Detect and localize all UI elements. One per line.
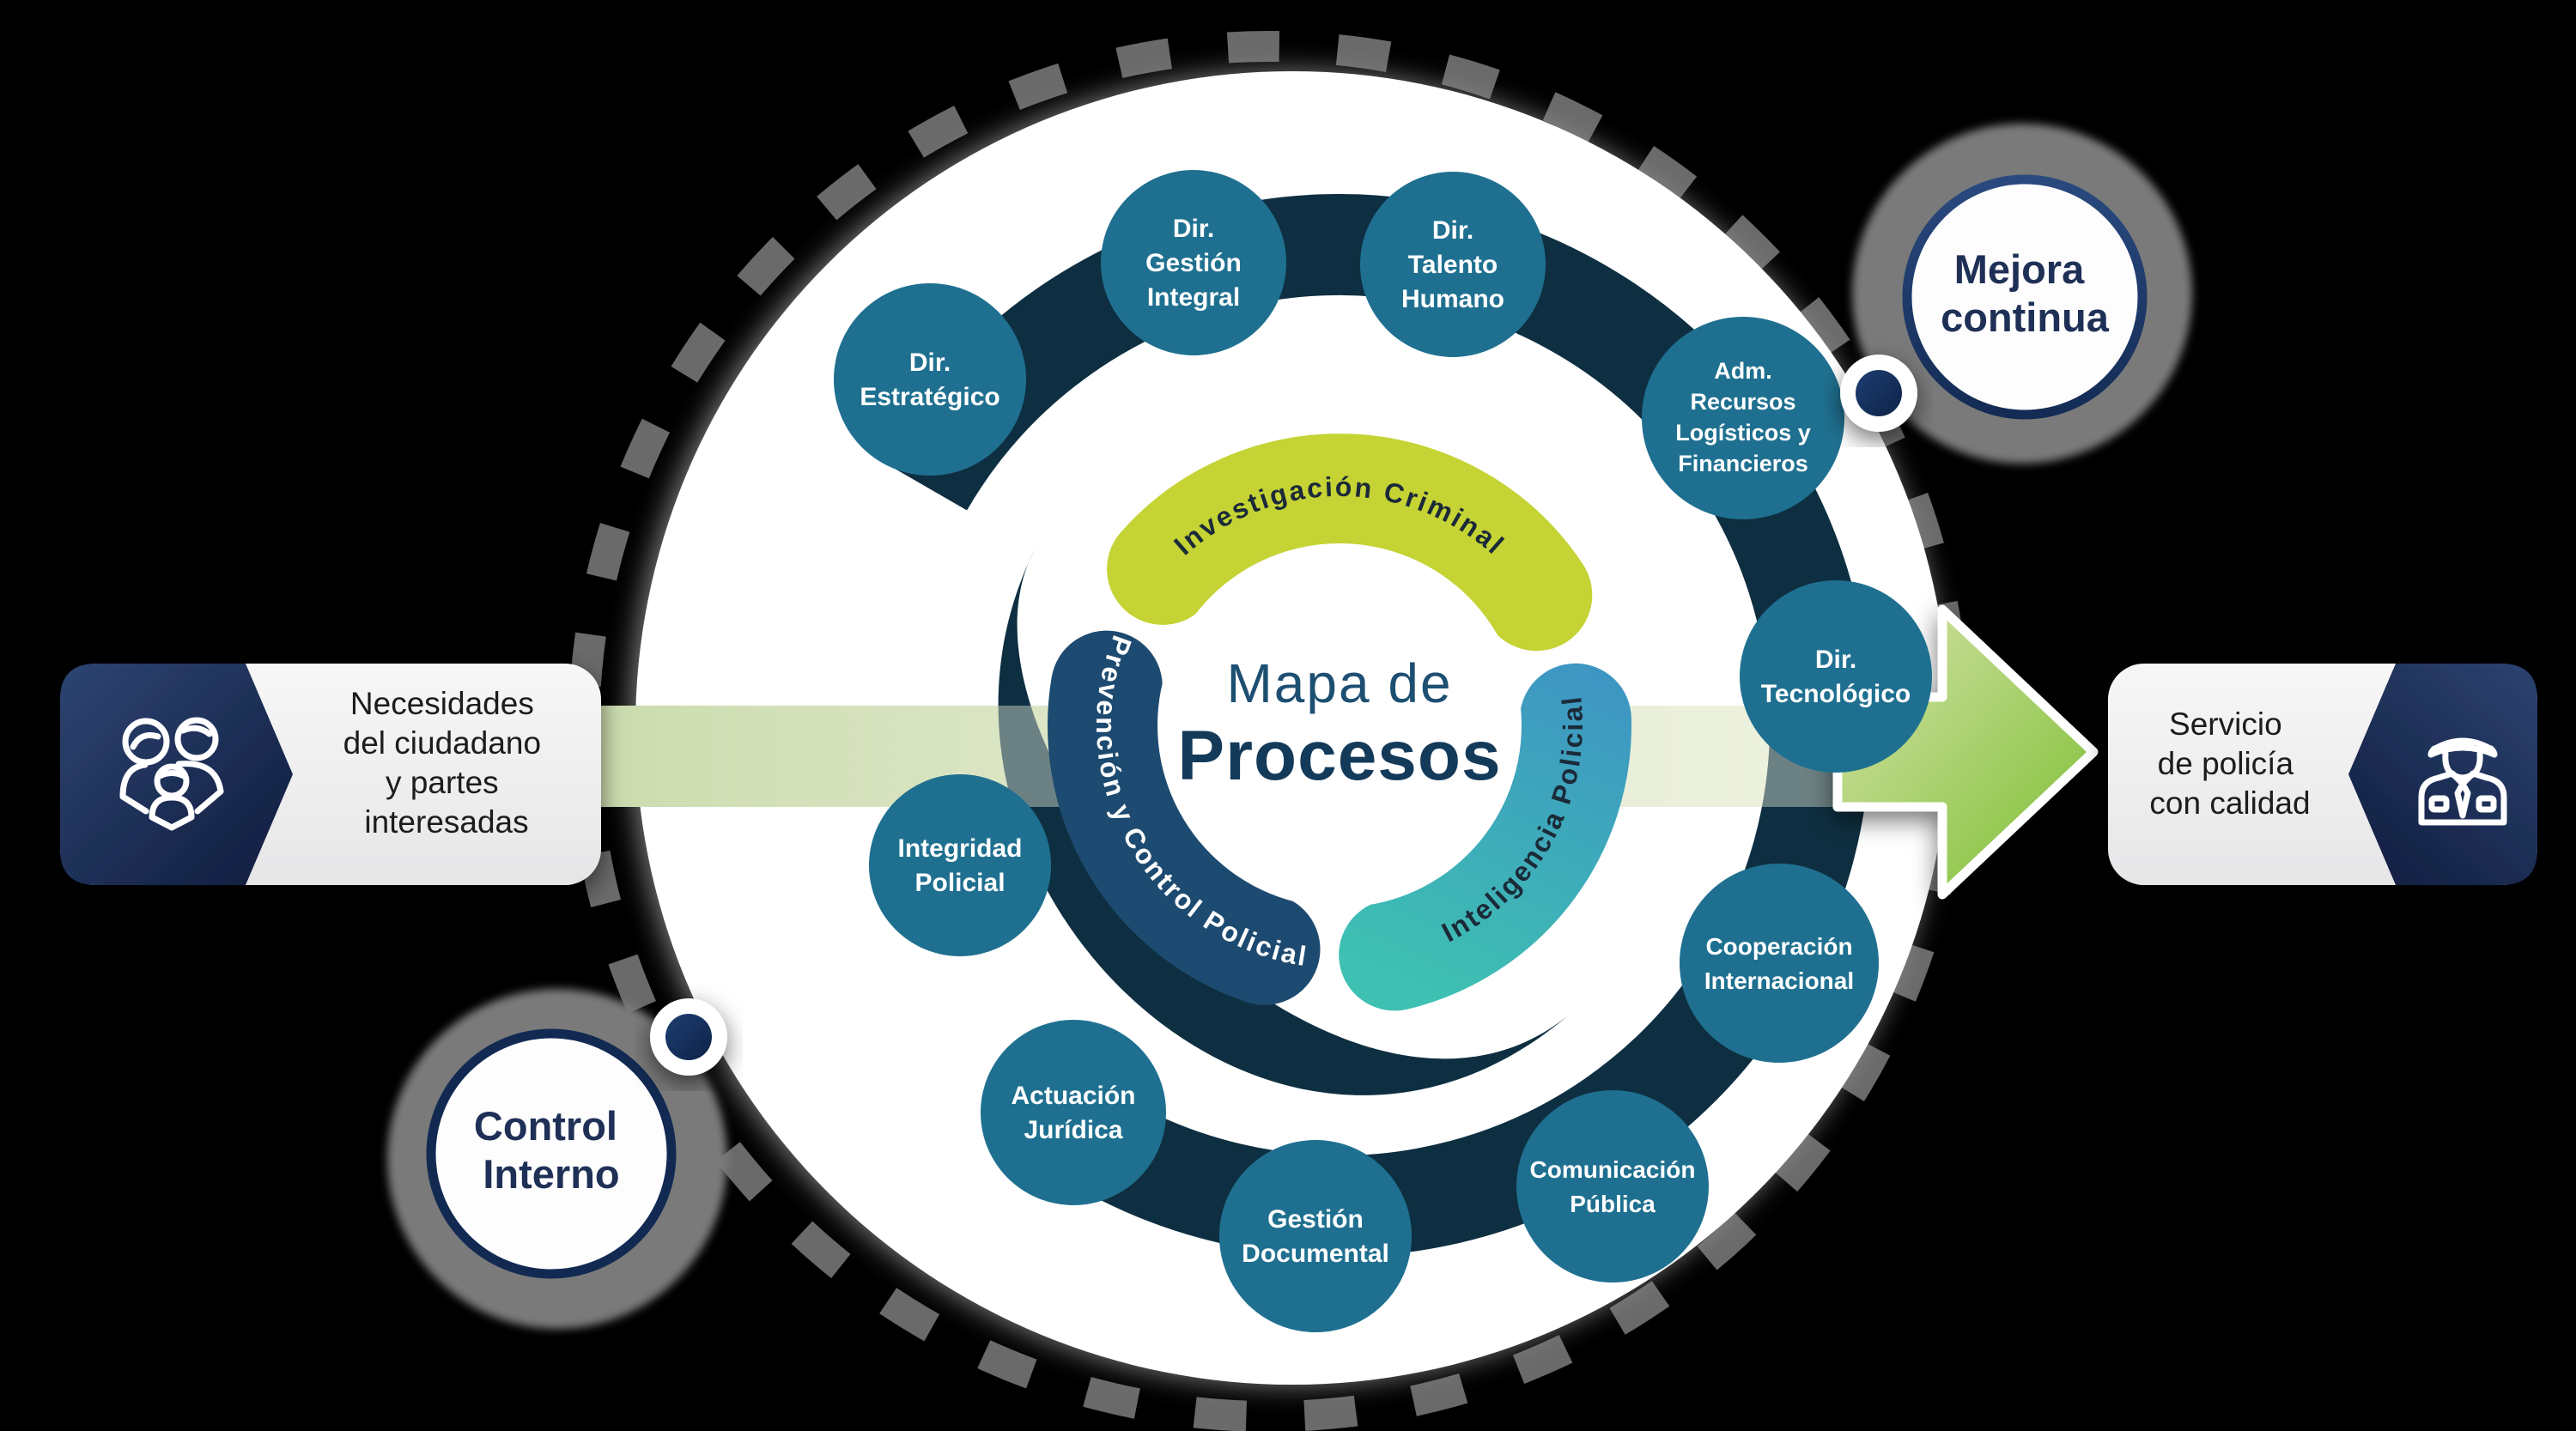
input-box-label: Necesidades del ciudadano y partes inter… [343, 686, 550, 840]
satellite-dir-estrategico: Dir.Estratégico [834, 283, 1026, 476]
control-inner-circle [426, 1028, 677, 1279]
center-hub-circle [1157, 543, 1522, 907]
control-connector-dot [665, 1014, 712, 1060]
mejora-label: Mejora continua [1941, 246, 2110, 340]
svg-text:Dir.Tecnológico: Dir.Tecnológico [1761, 646, 1911, 708]
swoosh-crescent [998, 549, 1567, 1095]
diagram-title-line2: Procesos [1177, 717, 1501, 795]
output-box-label: Servicio de policía con calidad [2149, 706, 2310, 821]
flow-arrow [1832, 604, 2099, 900]
satellite-dir-tecnologico: Dir.Tecnológico [1740, 580, 1932, 773]
diagram-title-line1: Mapa de [1226, 652, 1452, 714]
police-officer-icon [2418, 737, 2507, 826]
segment-investigacion-criminal [1107, 434, 1593, 652]
mejora-connector-dot [1856, 370, 1902, 416]
segment-prevencion-control [1048, 630, 1321, 1005]
mejora-continua-circle: Mejora continua [1840, 124, 2192, 464]
mejora-inner-circle [1902, 174, 2148, 420]
segment-inteligencia-policial [1339, 663, 1631, 1011]
input-box: Necesidades del ciudadano y partes inter… [60, 664, 601, 885]
output-box: Servicio de policía con calidad [2108, 664, 2537, 885]
svg-text:Dir.Estratégico: Dir.Estratégico [860, 349, 999, 411]
control-interno-circle: Control Interno [387, 989, 727, 1329]
control-label: Control Interno [474, 1103, 629, 1197]
citizens-family-icon [119, 717, 224, 831]
